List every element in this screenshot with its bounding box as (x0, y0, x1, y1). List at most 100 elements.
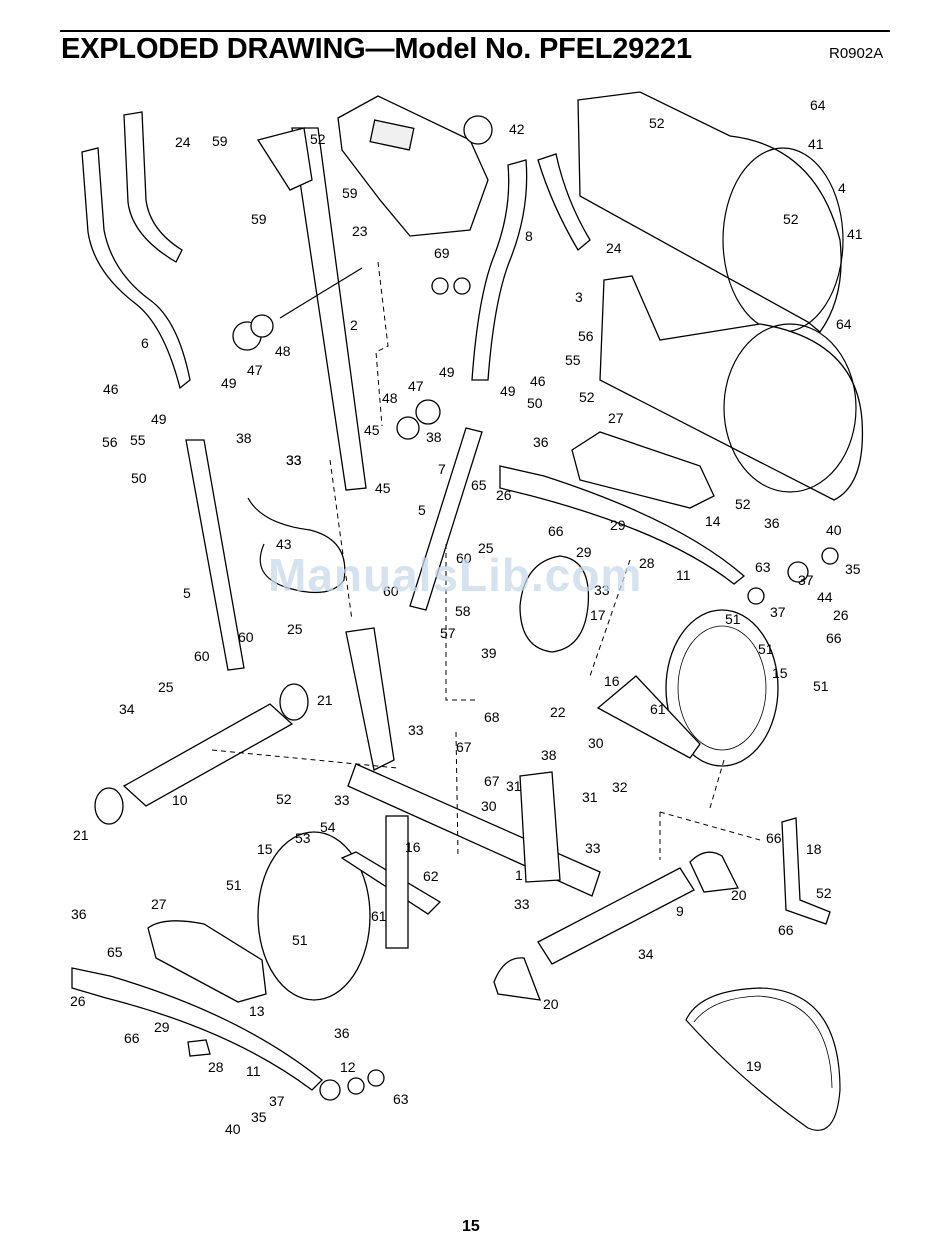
part-label-38: 38 (541, 747, 557, 763)
part-label-41: 41 (847, 226, 863, 242)
part-label-49: 49 (151, 411, 167, 427)
part-label-48: 48 (382, 390, 398, 406)
part-label-25: 25 (158, 679, 174, 695)
part-label-66: 66 (778, 922, 794, 938)
part-label-52: 52 (310, 131, 326, 147)
part-label-56: 56 (578, 328, 594, 344)
upper-handlebar-right (471, 159, 528, 381)
upright-bracket (256, 127, 313, 191)
part-label-20: 20 (543, 996, 559, 1012)
pedal-arm-lower (71, 967, 323, 1091)
upper-handlebar-left-grip (123, 111, 183, 263)
part-label-34: 34 (638, 946, 654, 962)
part-label-59: 59 (251, 211, 267, 227)
part-label-55: 55 (565, 352, 581, 368)
part-label-15: 15 (257, 841, 273, 857)
parts-artwork (71, 91, 864, 1131)
frame-upright-bracket (519, 771, 561, 883)
part-label-23: 23 (352, 223, 368, 239)
part-label-40: 40 (225, 1121, 241, 1137)
drawing-code: R0902A (829, 45, 884, 62)
part-label-36: 36 (334, 1025, 350, 1041)
part-label-47: 47 (408, 378, 424, 394)
shroud-left (599, 275, 864, 501)
front-cap-left (94, 787, 124, 825)
part-label-64: 64 (836, 316, 852, 332)
part-label-52: 52 (649, 115, 665, 131)
part-label-37: 37 (269, 1093, 285, 1109)
upper-handlebar-left (81, 147, 191, 390)
part-label-29: 29 (154, 1019, 170, 1035)
part-label-66: 66 (124, 1030, 140, 1046)
part-label-30: 30 (588, 735, 604, 751)
part-label-60: 60 (456, 550, 472, 566)
part-label-68: 68 (484, 709, 500, 725)
part-label-31: 31 (582, 789, 598, 805)
part-label-51: 51 (226, 877, 242, 893)
part-label-42: 42 (509, 121, 525, 137)
part-label-26: 26 (833, 607, 849, 623)
part-label-58: 58 (455, 603, 471, 619)
rear-cap-lower (493, 957, 542, 1001)
part-label-50: 50 (527, 395, 543, 411)
part-label-12: 12 (340, 1059, 356, 1075)
part-label-57: 57 (440, 625, 456, 641)
part-label-8: 8 (525, 228, 533, 244)
part-label-25: 25 (478, 540, 494, 556)
part-label-24: 24 (606, 240, 622, 256)
part-label-45: 45 (364, 422, 380, 438)
part-label-67: 67 (484, 773, 500, 789)
part-label-36: 36 (533, 434, 549, 450)
left-crank-post (385, 815, 409, 949)
part-label-16: 16 (604, 673, 620, 689)
frame-post (345, 627, 395, 771)
part-label-33: 33 (594, 582, 610, 598)
part-label-9: 9 (676, 903, 684, 919)
part-label-37: 37 (798, 572, 814, 588)
part-label-61: 61 (371, 908, 387, 924)
part-label-69: 69 (434, 245, 450, 261)
part-label-51: 51 (725, 611, 741, 627)
cable (247, 497, 346, 594)
part-label-33: 33 (286, 452, 302, 468)
part-label-50: 50 (131, 470, 147, 486)
part-label-44: 44 (817, 589, 833, 605)
part-label-52: 52 (276, 791, 292, 807)
part-label-41: 41 (808, 136, 824, 152)
part-label-66: 66 (826, 630, 842, 646)
part-label-65: 65 (471, 477, 487, 493)
part-label-35: 35 (251, 1109, 267, 1125)
console-display (369, 119, 415, 151)
part-label-62: 62 (423, 868, 439, 884)
left-crank-disk (257, 831, 371, 1001)
belt (685, 987, 841, 1131)
part-label-30: 30 (481, 798, 497, 814)
part-label-60: 60 (194, 648, 210, 664)
part-label-49: 49 (221, 375, 237, 391)
part-label-2: 2 (350, 317, 358, 333)
part-label-35: 35 (845, 561, 861, 577)
part-label-33: 33 (334, 792, 350, 808)
part-label-19: 19 (746, 1058, 762, 1074)
front-stabilizer (122, 703, 294, 807)
part-label-17: 17 (590, 607, 606, 623)
part-label-18: 18 (806, 841, 822, 857)
console (337, 95, 489, 237)
part-label-27: 27 (151, 896, 167, 912)
part-label-60: 60 (383, 583, 399, 599)
part-label-29: 29 (576, 544, 592, 560)
flywheel (519, 555, 590, 653)
part-label-11: 11 (246, 1063, 261, 1079)
part-label-14: 14 (705, 513, 721, 529)
part-label-63: 63 (393, 1091, 409, 1107)
part-label-34: 34 (119, 701, 135, 717)
stabilizer-right (596, 675, 701, 759)
part-label-49: 49 (439, 364, 455, 380)
part-label-32: 32 (612, 779, 628, 795)
part-label-47: 47 (247, 362, 263, 378)
page-title: EXPLODED DRAWING—Model No. PFEL29221 (61, 33, 692, 65)
part-label-37: 37 (770, 604, 786, 620)
part-label-6: 6 (141, 335, 149, 351)
part-label-36: 36 (764, 515, 780, 531)
